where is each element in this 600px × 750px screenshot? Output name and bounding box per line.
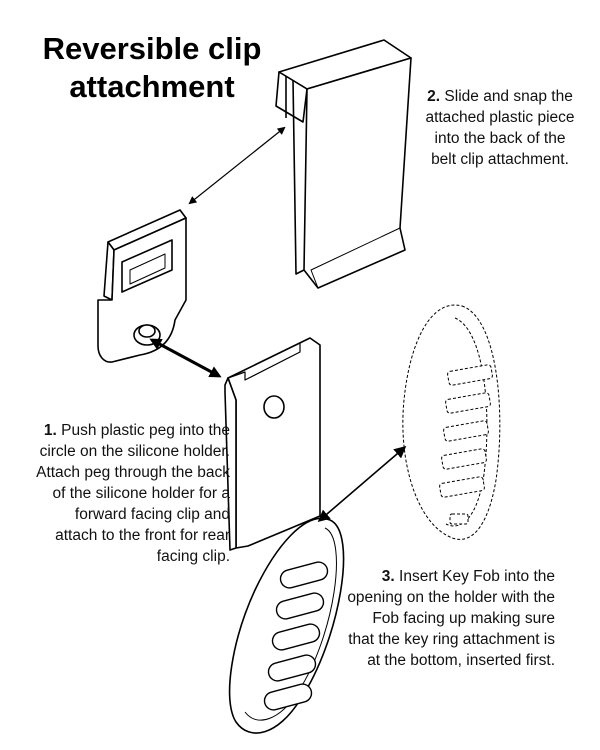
holder-button-slots xyxy=(263,561,329,711)
step-2-instruction: 2. Slide and snap the attached plastic p… xyxy=(420,86,580,170)
strap-hole xyxy=(263,395,285,419)
step-2-number: 2. xyxy=(427,88,441,105)
plastic-piece xyxy=(97,209,187,363)
silicone-holder xyxy=(224,337,345,734)
step-2-text: Slide and snap the attached plastic piec… xyxy=(425,88,575,168)
step-3-number: 3. xyxy=(381,568,395,585)
arrow-fob-to-holder xyxy=(317,446,407,522)
step-1-instruction: 1. Push plastic peg into the circle on t… xyxy=(30,420,230,567)
step-3-text: Insert Key Fob into the opening on the h… xyxy=(347,568,555,669)
step-1-number: 1. xyxy=(43,422,57,439)
step-3-instruction: 3. Insert Key Fob into the opening on th… xyxy=(345,566,555,671)
arrow-peg-to-holder xyxy=(149,338,222,378)
step-1-text: Push plastic peg into the circle on the … xyxy=(36,422,230,565)
key-fob xyxy=(402,304,501,540)
arrow-clip-to-piece xyxy=(188,126,286,205)
page-title: Reversible clip attachment xyxy=(42,31,262,104)
belt-clip xyxy=(275,39,412,289)
